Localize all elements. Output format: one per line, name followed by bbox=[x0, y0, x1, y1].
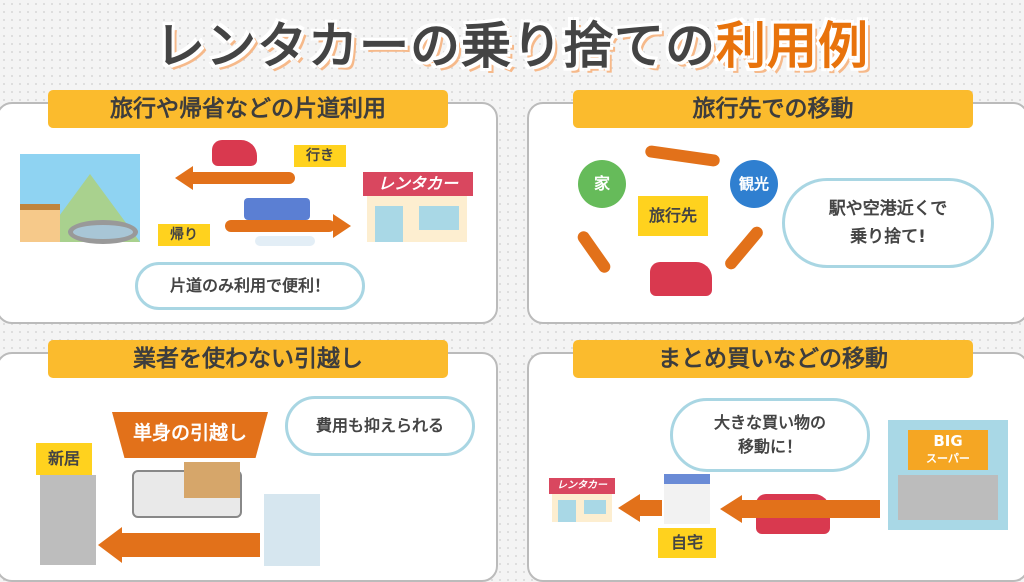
home-house-icon bbox=[664, 474, 710, 524]
shopping-bubble: 大きな買い物の移動に！ bbox=[670, 398, 870, 472]
travel-bubble-line1: 駅や空港近くで bbox=[828, 199, 948, 219]
arrowhead-to-shop bbox=[618, 494, 640, 522]
house-icon bbox=[20, 204, 60, 242]
arrowhead-right bbox=[333, 214, 351, 238]
rental-shop-icon bbox=[552, 494, 612, 522]
train-icon bbox=[244, 198, 310, 220]
sightseeing-circle: 観光 bbox=[730, 160, 778, 208]
return-tag: 帰り bbox=[158, 224, 210, 246]
hot-spring-scene bbox=[20, 154, 140, 244]
new-home-tag: 新居 bbox=[36, 443, 92, 475]
arrow-from-store bbox=[740, 500, 880, 518]
home-tag: 自宅 bbox=[658, 528, 716, 558]
arrowhead-moving bbox=[98, 527, 122, 563]
panel-travel-label: 旅行先での移動 bbox=[573, 90, 973, 128]
arrowhead-from-store bbox=[720, 495, 742, 523]
panel-moving-label: 業者を使わない引越し bbox=[48, 340, 448, 378]
shopping-bubble-line1: 大きな買い物の bbox=[713, 413, 826, 432]
arrow-moving bbox=[120, 533, 260, 557]
go-tag: 行き bbox=[294, 145, 346, 167]
airplane-icon bbox=[255, 236, 315, 246]
moving-bubble: 費用も抑えられる bbox=[285, 396, 475, 456]
arrowhead-left bbox=[175, 166, 193, 190]
store-name: BIG bbox=[933, 432, 963, 450]
destination-tag: 旅行先 bbox=[638, 196, 708, 236]
rental-shop-sign: レンタカー bbox=[363, 172, 473, 196]
title-highlight: 利用例 bbox=[716, 17, 869, 75]
panel-one-way-label: 旅行や帰省などの片道利用 bbox=[48, 90, 448, 128]
shopping-bubble-line2: 移動に！ bbox=[737, 437, 802, 456]
arrow-to-shop bbox=[640, 500, 662, 516]
old-home-building-icon bbox=[264, 494, 320, 566]
travel-bubble: 駅や空港近くで乗り捨て! bbox=[782, 178, 994, 268]
arrow-right bbox=[225, 220, 335, 232]
one-way-bubble: 片道のみ利用で便利！ bbox=[135, 262, 365, 310]
hot-spring-icon bbox=[68, 220, 138, 244]
home-circle: 家 bbox=[578, 160, 626, 208]
title-main: レンタカーの乗り捨ての bbox=[155, 17, 716, 75]
supermarket-icon: BIG スーパー bbox=[888, 420, 1008, 530]
moving-banner: 単身の引越し bbox=[112, 412, 268, 458]
arrow-left bbox=[185, 172, 295, 184]
panel-shopping-label: まとめ買いなどの移動 bbox=[573, 340, 973, 378]
car-icon bbox=[212, 140, 257, 166]
page-title: レンタカーの乗り捨ての利用例 bbox=[0, 6, 1024, 78]
rental-shop-icon bbox=[367, 196, 467, 242]
store-sub: スーパー bbox=[926, 452, 970, 465]
new-home-building-icon bbox=[40, 475, 96, 565]
car-icon bbox=[650, 262, 712, 296]
rental-shop-sign: レンタカー bbox=[549, 478, 615, 494]
truck-icon bbox=[132, 462, 242, 518]
travel-bubble-line2: 乗り捨て! bbox=[850, 227, 926, 247]
